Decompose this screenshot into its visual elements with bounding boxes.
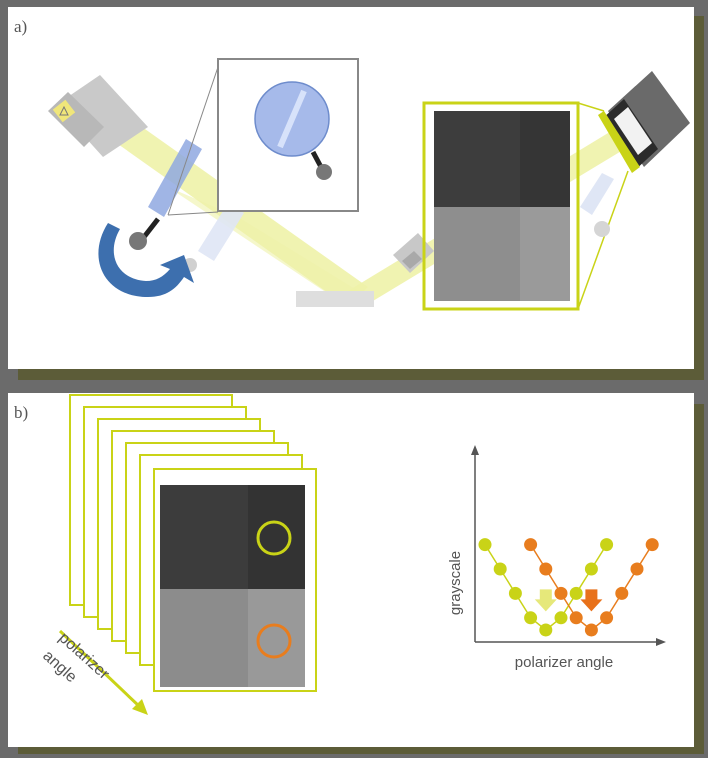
image-inset-frame: [422, 101, 580, 311]
panel-b: b) polarizer angle grayscale polarizer a…: [8, 393, 694, 747]
series-0-point: [584, 562, 598, 576]
minimum-arrow-1: [580, 589, 603, 612]
series-1-point: [569, 611, 583, 625]
series-1-point: [615, 586, 629, 600]
series-1-line: [529, 544, 653, 631]
series-1-point: [539, 562, 553, 576]
roi-orange-circle: [256, 623, 292, 659]
series-1-point: [554, 586, 568, 600]
series-0-line: [484, 544, 608, 631]
series-1-point: [524, 538, 538, 552]
chart-xlabel: polarizer angle: [515, 654, 613, 671]
series-0-point: [600, 538, 614, 552]
series-1-point: [630, 562, 644, 576]
series-0-point: [539, 623, 553, 637]
camera-icon: [598, 71, 690, 173]
panel-b-label: b): [14, 403, 29, 422]
beam-second: [168, 187, 368, 307]
series-0-point: [478, 538, 492, 552]
minimum-arrow-0: [534, 589, 557, 612]
series-1-point: [645, 538, 659, 552]
x-axis-arrowhead: [656, 638, 666, 646]
grayscale-chart: grayscale polarizer angle: [447, 445, 666, 671]
panel-a-label: a): [14, 17, 28, 36]
setup-diagram: [48, 58, 690, 311]
laser-icon: [48, 75, 148, 157]
angle-arrow: [58, 629, 142, 709]
analyzer2-icon: [580, 173, 614, 237]
series-0-point: [493, 562, 507, 576]
series-0-point: [569, 586, 583, 600]
rotation-arrow-icon: [98, 223, 194, 297]
series-0-point: [508, 586, 522, 600]
roi-yellow-circle: [256, 520, 292, 556]
series-0-point: [524, 611, 538, 625]
mirror-icon: [296, 291, 374, 307]
polarizer-icon: [129, 139, 202, 250]
panel-a: a): [8, 7, 694, 369]
image-stack: polarizer angle: [39, 394, 317, 715]
series-1-point: [584, 623, 598, 637]
chart-ylabel: grayscale: [447, 551, 464, 615]
y-axis-arrowhead: [471, 445, 479, 455]
series-0-point: [554, 611, 568, 625]
series-1-point: [600, 611, 614, 625]
